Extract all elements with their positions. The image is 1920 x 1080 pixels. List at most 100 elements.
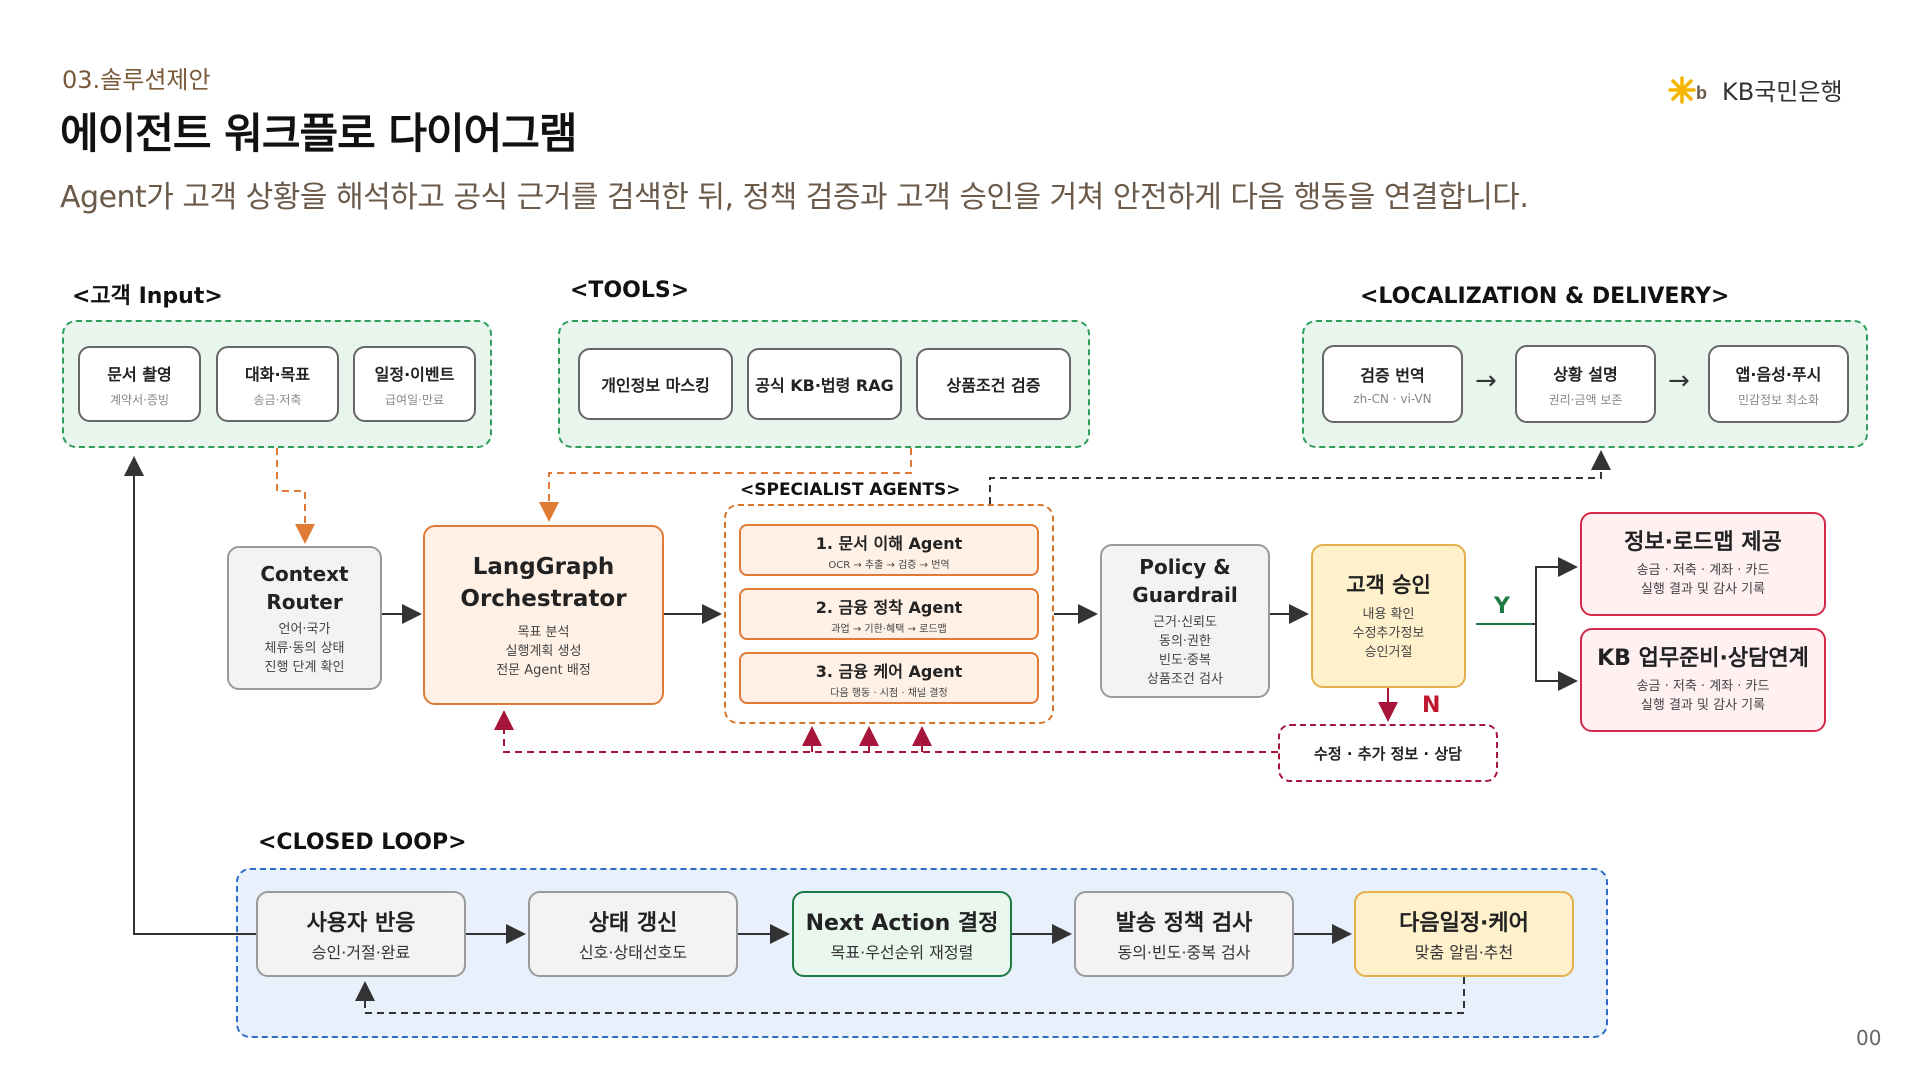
router-line: 체류·동의 상태	[264, 640, 345, 656]
context-router[interactable]: Context Router 언어·국가 체류·동의 상태 진행 단계 확인	[227, 546, 382, 690]
page-title: 에이전트 워크플로 다이어그램	[60, 109, 578, 158]
policy-line: 근거·신뢰도	[1153, 615, 1217, 630]
loop-title: 상태 갱신	[588, 911, 678, 936]
svg-text:b: b	[1696, 83, 1707, 103]
policy-line: 상품조건 검사	[1147, 672, 1223, 687]
input-sub: 급여일·만료	[384, 392, 444, 407]
loop-sub: 승인·거절·완료	[311, 943, 411, 962]
output-line: 송금 · 저축 · 계좌 · 카드	[1636, 679, 1770, 694]
agent-title: 3. 금융 케어 Agent	[815, 661, 963, 681]
arrow-input-to-router	[276, 448, 315, 544]
loc-sub: 권리·금액 보존	[1548, 392, 1623, 407]
loop-title: 다음일정·케어	[1399, 911, 1529, 936]
router-line: 진행 단계 확인	[264, 659, 345, 675]
input-sub: 계약서·증빙	[109, 392, 169, 407]
loop-title: 사용자 반응	[306, 911, 416, 936]
arrow-right-icon: →	[1668, 366, 1690, 396]
section-label: 03.솔루션제안	[62, 66, 211, 94]
page-subtitle: Agent가 고객 상황을 해석하고 공식 근거를 검색한 뒤, 정책 검증과 …	[60, 180, 1529, 215]
arrow-to-kb-consult	[1535, 624, 1578, 691]
orchestrator-title: Orchestrator	[460, 585, 627, 612]
group-label-tools: <TOOLS>	[570, 278, 690, 303]
kb-star-icon: b	[1668, 75, 1707, 104]
output-kb-consult[interactable]: KB 업무준비·상담연계 송금 · 저축 · 계좌 · 카드 실행 결과 및 감…	[1580, 628, 1826, 732]
orchestrator-title: LangGraph	[472, 553, 615, 580]
output-line: 송금 · 저축 · 계좌 · 카드	[1636, 563, 1770, 578]
langgraph-orchestrator[interactable]: LangGraph Orchestrator 목표 분석 실행계획 생성 전문 …	[423, 525, 664, 705]
router-line: 언어·국가	[278, 621, 331, 637]
policy-title: Policy &	[1139, 555, 1231, 579]
group-label-input: <고객 Input>	[72, 284, 223, 309]
loc-title: 앱·음성·푸시	[1735, 364, 1822, 384]
loc-sub: zh-CN · vi-VN	[1353, 392, 1432, 406]
output-line: 실행 결과 및 감사 기록	[1640, 582, 1766, 597]
approval-line: 승인거절	[1364, 644, 1413, 660]
arrow-loop-to-input	[124, 456, 256, 935]
output-title: 정보·로드맵 제공	[1624, 530, 1782, 555]
approval-line: 내용 확인	[1362, 606, 1415, 622]
loop-next-action[interactable]: Next Action 결정 목표·우선순위 재정렬	[792, 891, 1012, 977]
input-title: 대화·목표	[245, 364, 310, 384]
loc-situation-explain[interactable]: 상황 설명 권리·금액 보존	[1515, 345, 1656, 423]
agent-sub: OCR → 추출 → 검증 → 번역	[828, 559, 950, 571]
yes-label: Y	[1494, 594, 1510, 619]
loc-sub: 민감정보 최소화	[1737, 392, 1820, 407]
output-title: KB 업무준비·상담연계	[1597, 646, 1809, 671]
tool-pii-masking[interactable]: 개인정보 마스킹	[578, 348, 733, 420]
agent-title: 2. 금융 정착 Agent	[815, 597, 963, 617]
loop-sub: 맞춤 알림·추천	[1414, 943, 1514, 962]
orchestrator-line: 전문 Agent 배정	[496, 662, 591, 678]
agent-sub: 다음 행동 · 시점 · 채널 결정	[830, 687, 948, 699]
output-line: 실행 결과 및 감사 기록	[1640, 698, 1766, 713]
agent-settlement[interactable]: 2. 금융 정착 Agent 과업 → 기한·혜택 → 로드맵	[739, 588, 1039, 640]
policy-line: 빈도·중복	[1159, 653, 1211, 668]
tool-title: 공식 KB·법령 RAG	[755, 376, 894, 395]
arrow-to-info-roadmap	[1535, 557, 1578, 624]
loop-state-update[interactable]: 상태 갱신 신호·상태선호도	[528, 891, 738, 977]
policy-guardrail[interactable]: Policy & Guardrail 근거·신뢰도 동의·권한 빈도·중복 상품…	[1100, 544, 1270, 698]
orchestrator-line: 실행계획 생성	[505, 643, 582, 659]
customer-approval[interactable]: 고객 승인 내용 확인 수정추가정보 승인거절	[1311, 544, 1466, 688]
approval-title: 고객 승인	[1346, 572, 1431, 597]
tool-title: 상품조건 검증	[946, 376, 1041, 395]
group-label-specialist: <SPECIALIST AGENTS>	[740, 480, 961, 500]
agent-care[interactable]: 3. 금융 케어 Agent 다음 행동 · 시점 · 채널 결정	[739, 652, 1039, 704]
router-title: Router	[266, 589, 343, 614]
revise-box[interactable]: 수정 · 추가 정보 · 상담	[1278, 724, 1498, 782]
input-schedule-event[interactable]: 일정·이벤트 급여일·만료	[353, 346, 476, 422]
loc-verified-translation[interactable]: 검증 번역 zh-CN · vi-VN	[1322, 345, 1463, 423]
approval-line: 수정추가정보	[1352, 625, 1425, 641]
agent-document[interactable]: 1. 문서 이해 Agent OCR → 추출 → 검증 → 번역	[739, 524, 1039, 576]
input-doc-photo[interactable]: 문서 촬영 계약서·증빙	[78, 346, 201, 422]
loop-next-schedule[interactable]: 다음일정·케어 맞춤 알림·추천	[1354, 891, 1574, 977]
policy-line: 동의·권한	[1159, 634, 1211, 649]
input-conversation-goal[interactable]: 대화·목표 송금·저축	[216, 346, 339, 422]
group-label-localization: <LOCALIZATION & DELIVERY>	[1360, 284, 1730, 309]
loop-sub: 신호·상태선호도	[578, 943, 688, 962]
loc-app-voice-push[interactable]: 앱·음성·푸시 민감정보 최소화	[1708, 345, 1849, 423]
router-title: Context	[260, 561, 349, 586]
arrow-agents-to-localization	[989, 450, 1611, 504]
loc-title: 검증 번역	[1360, 366, 1425, 385]
loc-title: 상황 설명	[1553, 364, 1618, 384]
revise-label: 수정 · 추가 정보 · 상담	[1314, 744, 1462, 763]
loop-title: 발송 정책 검사	[1115, 911, 1253, 936]
input-title: 일정·이벤트	[374, 364, 455, 384]
input-title: 문서 촬영	[107, 364, 172, 384]
tool-title: 개인정보 마스킹	[601, 376, 710, 395]
orchestrator-line: 목표 분석	[517, 624, 570, 640]
loop-sub: 목표·우선순위 재정렬	[830, 943, 974, 962]
loop-dispatch-policy[interactable]: 발송 정책 검사 동의·빈도·중복 검사	[1074, 891, 1294, 977]
input-sub: 송금·저축	[253, 392, 302, 407]
arrow-right-icon: →	[1475, 366, 1497, 396]
policy-title: Guardrail	[1132, 583, 1238, 607]
group-label-closed-loop: <CLOSED LOOP>	[258, 830, 467, 855]
agent-sub: 과업 → 기한·혜택 → 로드맵	[831, 623, 947, 635]
loop-title: Next Action 결정	[805, 911, 999, 936]
output-info-roadmap[interactable]: 정보·로드맵 제공 송금 · 저축 · 계좌 · 카드 실행 결과 및 감사 기…	[1580, 512, 1826, 616]
tool-kb-law-rag[interactable]: 공식 KB·법령 RAG	[747, 348, 902, 420]
agent-title: 1. 문서 이해 Agent	[815, 533, 963, 553]
loop-user-response[interactable]: 사용자 반응 승인·거절·완료	[256, 891, 466, 977]
tool-product-check[interactable]: 상품조건 검증	[916, 348, 1071, 420]
page-number: 00	[1856, 1026, 1882, 1050]
